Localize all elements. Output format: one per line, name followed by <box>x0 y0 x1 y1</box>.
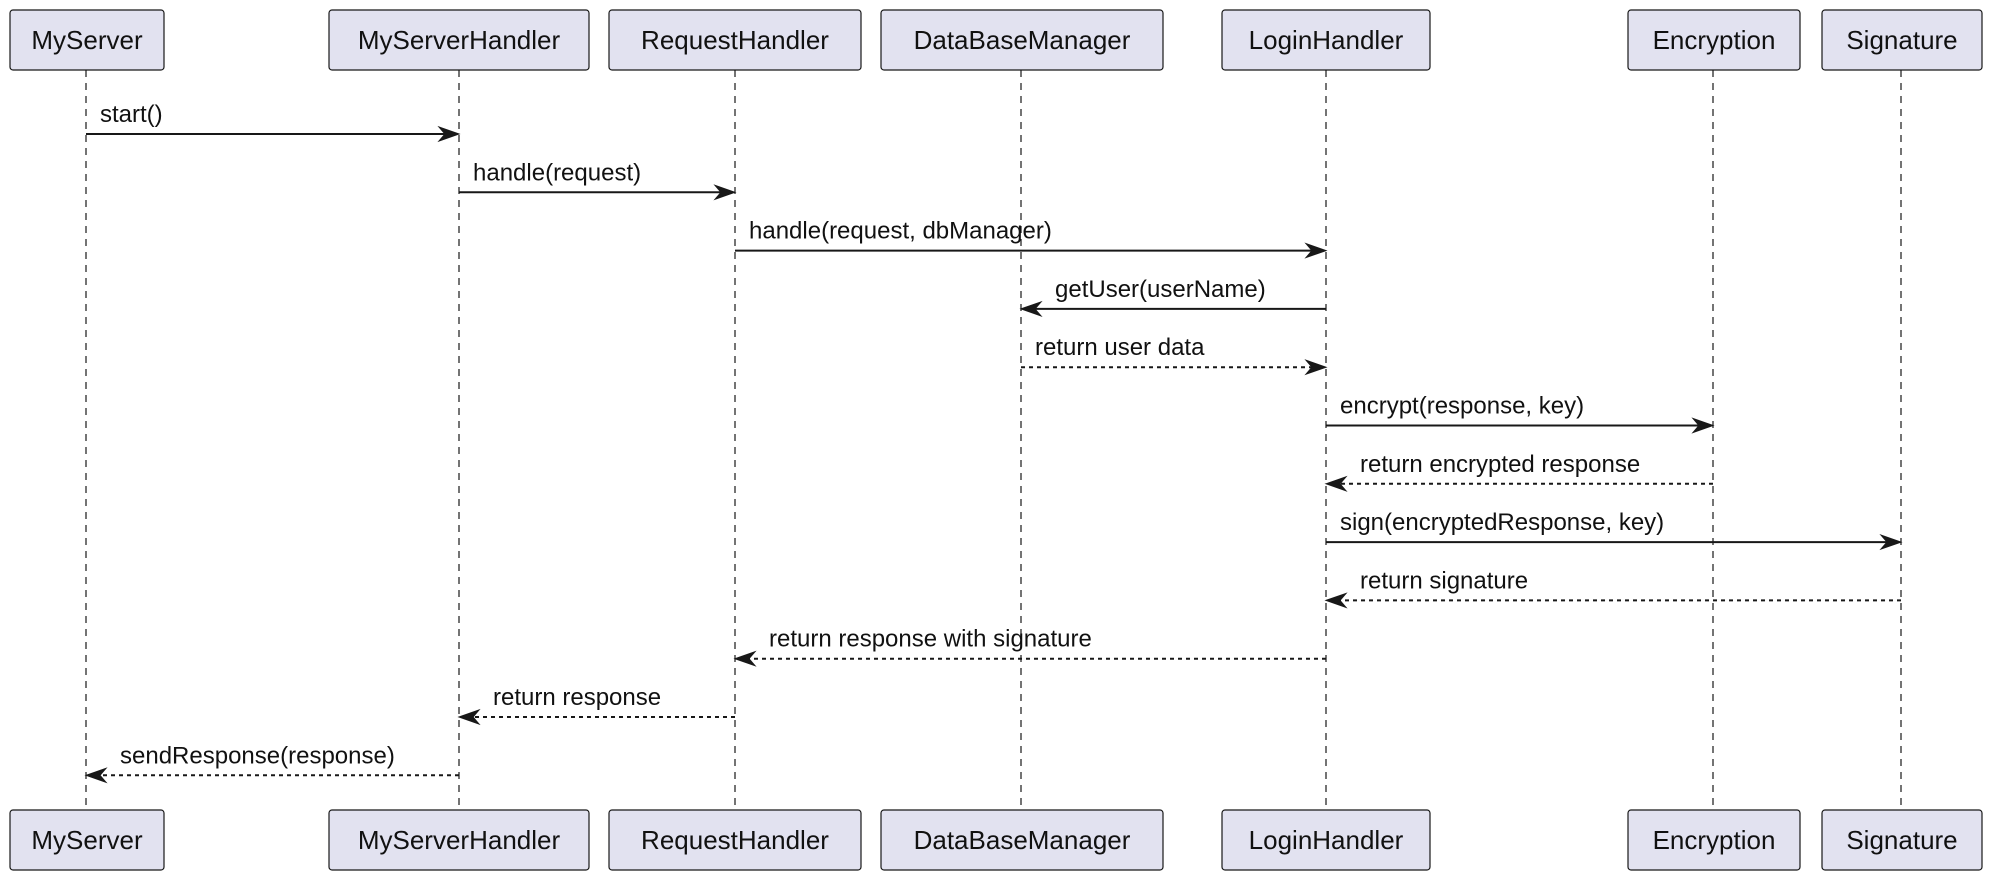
message-label: encrypt(response, key) <box>1340 393 1584 420</box>
participant-signature-top: Signature <box>1821 9 1983 71</box>
message-label: sign(encryptedResponse, key) <box>1340 509 1664 536</box>
arrowhead <box>1879 534 1903 551</box>
message-1: start() <box>86 101 461 143</box>
message-11: return response <box>457 684 735 726</box>
message-9: return signature <box>1324 567 1901 609</box>
participant-myserver-bottom: MyServer <box>9 809 165 871</box>
message-label: handle(request) <box>473 159 641 186</box>
participant-signature-bottom: Signature <box>1821 809 1983 871</box>
participant-label: RequestHandler <box>641 825 829 855</box>
message-label: sendResponse(response) <box>120 742 395 769</box>
participant-label: Encryption <box>1653 825 1776 855</box>
message-3: handle(request, dbManager) <box>735 218 1328 259</box>
participant-label: Signature <box>1846 25 1957 55</box>
participant-label: RequestHandler <box>641 25 829 55</box>
participant-myserver-top: MyServer <box>9 9 165 71</box>
arrowhead <box>1019 300 1043 317</box>
message-label: return user data <box>1035 334 1205 361</box>
participant-label: Encryption <box>1653 25 1776 55</box>
arrowhead <box>1324 592 1348 609</box>
message-label: return response <box>493 684 661 711</box>
message-label: return encrypted response <box>1360 451 1640 478</box>
message-4: getUser(userName) <box>1019 276 1326 317</box>
participant-label: MyServerHandler <box>358 25 561 55</box>
arrowhead <box>733 650 757 667</box>
message-5: return user data <box>1021 334 1328 376</box>
participant-requesthandler-bottom: RequestHandler <box>608 809 862 871</box>
participant-label: MyServerHandler <box>358 825 561 855</box>
arrowhead <box>457 708 481 726</box>
participant-databasemanager-top: DataBaseManager <box>880 9 1164 71</box>
arrowhead <box>84 767 108 784</box>
participant-label: DataBaseManager <box>914 825 1131 855</box>
arrowhead <box>713 184 737 201</box>
message-label: return response with signature <box>769 626 1092 653</box>
message-8: sign(encryptedResponse, key) <box>1326 509 1903 551</box>
message-label: start() <box>100 101 163 128</box>
participant-loginhandler-top: LoginHandler <box>1221 9 1431 71</box>
message-10: return response with signature <box>733 626 1326 667</box>
participant-encryption-bottom: Encryption <box>1627 809 1801 871</box>
arrowhead <box>437 125 461 143</box>
message-label: getUser(userName) <box>1055 276 1266 303</box>
message-7: return encrypted response <box>1324 451 1713 492</box>
participant-label: LoginHandler <box>1249 25 1404 55</box>
arrowhead <box>1324 475 1348 492</box>
participant-databasemanager-bottom: DataBaseManager <box>880 809 1164 871</box>
participant-label: MyServer <box>31 825 143 855</box>
participant-encryption-top: Encryption <box>1627 9 1801 71</box>
message-6: encrypt(response, key) <box>1326 393 1715 434</box>
participant-label: LoginHandler <box>1249 825 1404 855</box>
message-2: handle(request) <box>459 159 737 201</box>
participant-label: Signature <box>1846 825 1957 855</box>
participant-loginhandler-bottom: LoginHandler <box>1221 809 1431 871</box>
participant-myserverhandler-bottom: MyServerHandler <box>328 809 590 871</box>
arrowhead <box>1691 417 1715 434</box>
message-12: sendResponse(response) <box>84 742 459 784</box>
arrowhead <box>1304 242 1328 259</box>
participant-label: MyServer <box>31 25 143 55</box>
message-label: handle(request, dbManager) <box>749 218 1052 245</box>
arrowhead <box>1304 359 1328 376</box>
message-label: return signature <box>1360 567 1528 594</box>
participant-label: DataBaseManager <box>914 25 1131 55</box>
participant-requesthandler-top: RequestHandler <box>608 9 862 71</box>
participant-myserverhandler-top: MyServerHandler <box>328 9 590 71</box>
